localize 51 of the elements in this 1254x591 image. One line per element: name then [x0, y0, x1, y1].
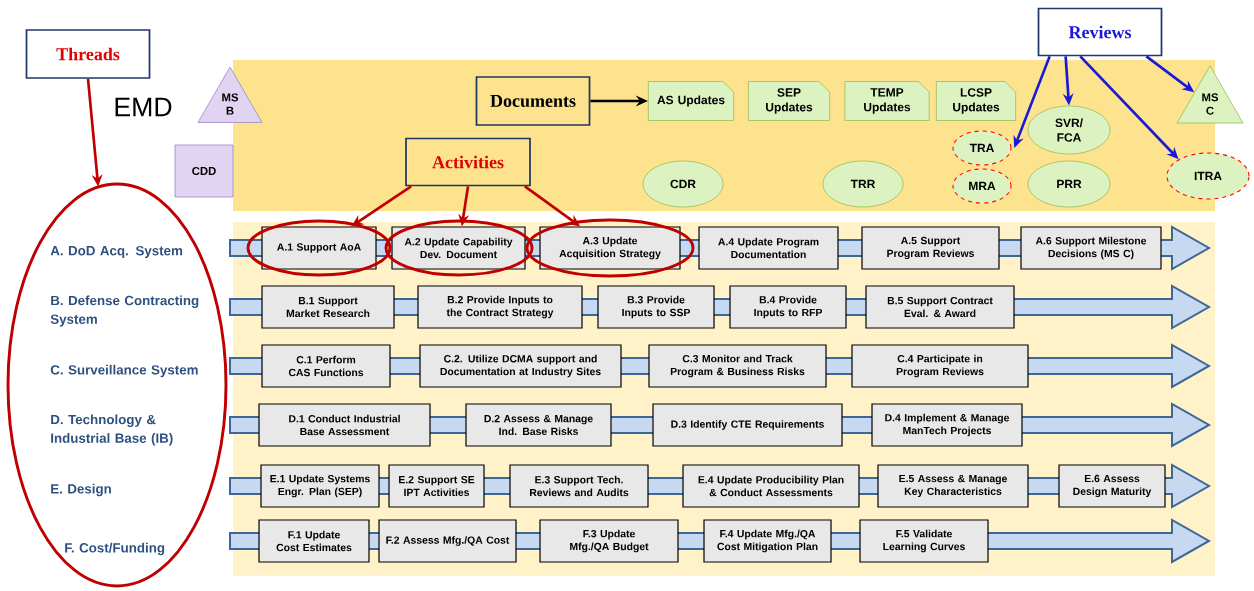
activity-box: D.3 Identify CTE Requirements: [652, 403, 843, 447]
thread-label: F. Cost/Funding: [65, 542, 165, 556]
activity-box: D.2 Assess & Manage Ind. Base Risks: [465, 403, 612, 447]
review-oval: SVR/ FCA: [1027, 105, 1111, 155]
activity-box: E.3 Support Tech. Reviews and Audits: [509, 464, 649, 508]
review-oval: ITRA: [1166, 152, 1250, 200]
document-box: CDD: [174, 144, 234, 198]
title-box: Threads: [25, 29, 151, 79]
thread-label: B. Defense Contracting System: [50, 295, 199, 327]
activity-box: C.3 Monitor and Track Program & Business Risks: [648, 344, 827, 388]
activity-box: E.1 Update Systems Engr. Plan (SEP): [260, 464, 380, 508]
activity-box: E.4 Update Producibility Plan & Conduct Assessments: [682, 464, 860, 508]
activity-box: A.5 Support Program Reviews: [861, 226, 1000, 270]
review-oval: CDR: [642, 160, 724, 208]
activity-box: B.4 Provide Inputs to RFP: [729, 285, 847, 329]
activity-box: F.5 Validate Learning Curves: [859, 519, 989, 563]
activity-box: E.5 Assess & Manage Key Characteristics: [877, 464, 1029, 508]
milestone-triangle: MS B: [197, 66, 263, 123]
activity-box: A.1 Support AoA: [261, 226, 377, 270]
activity-box: B.3 Provide Inputs to SSP: [597, 285, 715, 329]
activity-box: E.2 Support SE IPT Activities: [388, 464, 485, 508]
review-oval: TRR: [822, 160, 904, 208]
activity-box: F.3 Update Mfg./QA Budget: [539, 519, 679, 563]
thread-label: A. DoD Acq. System: [50, 245, 183, 259]
activity-box: A.3 Update Acquisition Strategy: [539, 226, 681, 270]
activity-box: B.5 Support Contract Eval. & Award: [865, 285, 1015, 329]
review-oval: TRA: [952, 130, 1012, 166]
title-box: Activities: [405, 137, 531, 187]
title-box: Reviews: [1037, 7, 1163, 57]
activity-box: F.2 Assess Mfg./QA Cost: [378, 519, 517, 563]
activity-box: B.2 Provide Inputs to the Contract Strategy: [417, 285, 583, 329]
activity-box: F.1 Update Cost Estimates: [258, 519, 370, 563]
activity-box: A.4 Update Program Documentation: [698, 226, 839, 270]
milestone-triangle: MS C: [1176, 65, 1244, 124]
activity-box: D.4 Implement & Manage ManTech Projects: [871, 403, 1023, 447]
stage-label: EMD: [115, 97, 172, 117]
activity-box: D.1 Conduct Industrial Base Assessment: [258, 403, 431, 447]
title-box: Documents: [475, 76, 591, 126]
thread-label: C. Surveillance System: [50, 364, 198, 378]
thread-label: E. Design: [51, 483, 111, 497]
activity-box: A.6 Support Milestone Decisions (MS C): [1020, 226, 1162, 270]
review-oval: PRR: [1027, 160, 1111, 208]
activity-box: B.1 Support Market Research: [261, 285, 395, 329]
activity-box: C.2. Utilize DCMA support and Documentation at Industry Sites: [419, 344, 622, 388]
activity-box: F.4 Update Mfg./QA Cost Mitigation Plan: [703, 519, 832, 563]
activity-box: C.4 Participate in Program Reviews: [851, 344, 1029, 388]
activity-box: C.1 Perform CAS Functions: [261, 344, 391, 388]
review-oval: MRA: [952, 168, 1012, 204]
thread-label: D. Technology & Industrial Base (IB): [51, 414, 173, 446]
activity-box: E.6 Assess Design Maturity: [1058, 464, 1166, 508]
activity-box: A.2 Update Capability Dev. Document: [391, 226, 526, 270]
